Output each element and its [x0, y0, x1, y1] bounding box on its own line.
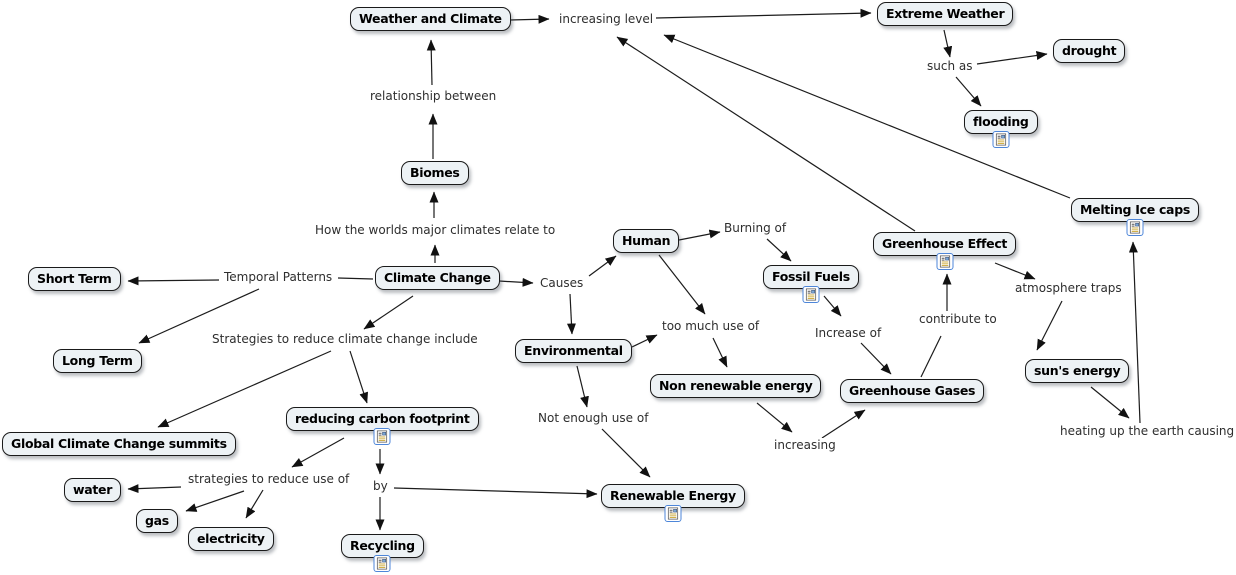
node-weather-and-climate[interactable]: Weather and Climate: [350, 7, 511, 31]
node-global-climate-change-summits[interactable]: Global Climate Change summits: [2, 432, 236, 456]
link-label-relationship-between[interactable]: relationship between: [368, 89, 499, 104]
link-label-contribute-to[interactable]: contribute to: [917, 312, 999, 327]
node-short-term[interactable]: Short Term: [28, 267, 121, 291]
node-fossil-fuels[interactable]: Fossil Fuels: [763, 265, 859, 303]
node-climate-change[interactable]: Climate Change: [375, 266, 500, 290]
link-label-by[interactable]: by: [371, 479, 390, 494]
node-electricity[interactable]: electricity: [188, 527, 274, 551]
node-label: Melting Ice caps: [1080, 202, 1190, 217]
node-label: reducing carbon footprint: [295, 411, 470, 426]
node-biomes[interactable]: Biomes: [401, 161, 469, 185]
node-label: Greenhouse Effect: [882, 236, 1008, 251]
node-recycling[interactable]: Recycling: [341, 534, 424, 572]
link-label-strategies-reduce-use[interactable]: strategies to reduce use of: [186, 472, 352, 487]
link-label-such-as[interactable]: such as: [925, 59, 975, 74]
link-label-too-much-use-of[interactable]: too much use of: [660, 319, 762, 334]
node-suns-energy[interactable]: sun's energy: [1025, 359, 1130, 383]
link-label-increase-of[interactable]: Increase of: [813, 326, 884, 341]
node-human[interactable]: Human: [613, 229, 680, 253]
resource-icon[interactable]: [936, 253, 954, 270]
link-label-increasing-level[interactable]: increasing level: [557, 12, 656, 27]
link-label-temporal-patterns[interactable]: Temporal Patterns: [222, 270, 335, 285]
node-reducing-carbon-footprint[interactable]: reducing carbon footprint: [286, 407, 479, 445]
node-flooding[interactable]: flooding: [964, 110, 1038, 148]
link-label-strategies-include[interactable]: Strategies to reduce climate change incl…: [210, 332, 480, 347]
link-label-atmosphere-traps[interactable]: atmosphere traps: [1013, 281, 1124, 296]
node-greenhouse-gases[interactable]: Greenhouse Gases: [840, 379, 985, 403]
node-greenhouse-effect[interactable]: Greenhouse Effect: [873, 232, 1017, 270]
link-label-burning-of[interactable]: Burning of: [722, 221, 789, 236]
node-renewable-energy[interactable]: Renewable Energy: [601, 484, 745, 522]
resource-icon[interactable]: [992, 131, 1010, 148]
resource-icon[interactable]: [1126, 219, 1144, 236]
link-label-how-worlds-climates[interactable]: How the worlds major climates relate to: [313, 223, 558, 238]
node-label: Fossil Fuels: [772, 269, 850, 284]
resource-icon[interactable]: [802, 286, 820, 303]
node-extreme-weather[interactable]: Extreme Weather: [877, 2, 1014, 26]
node-melting-ice-caps[interactable]: Melting Ice caps: [1071, 198, 1199, 236]
node-environmental[interactable]: Environmental: [515, 339, 632, 363]
node-drought[interactable]: drought: [1053, 39, 1126, 63]
node-label: flooding: [973, 114, 1029, 129]
node-label: Recycling: [350, 538, 415, 553]
resource-icon[interactable]: [373, 428, 391, 445]
link-label-heating-up-earth[interactable]: heating up the earth causing: [1058, 424, 1236, 439]
node-gas[interactable]: gas: [136, 509, 178, 533]
resource-icon[interactable]: [664, 505, 682, 522]
resource-icon[interactable]: [373, 555, 391, 572]
node-long-term[interactable]: Long Term: [53, 349, 142, 373]
link-lines: [127, 8, 1141, 531]
link-label-causes[interactable]: Causes: [538, 276, 586, 291]
link-label-increasing[interactable]: increasing: [772, 438, 838, 453]
node-label: Renewable Energy: [610, 488, 736, 503]
node-water[interactable]: water: [64, 478, 122, 502]
node-non-renewable-energy[interactable]: Non renewable energy: [650, 374, 822, 398]
link-label-not-enough-use-of[interactable]: Not enough use of: [536, 411, 651, 426]
